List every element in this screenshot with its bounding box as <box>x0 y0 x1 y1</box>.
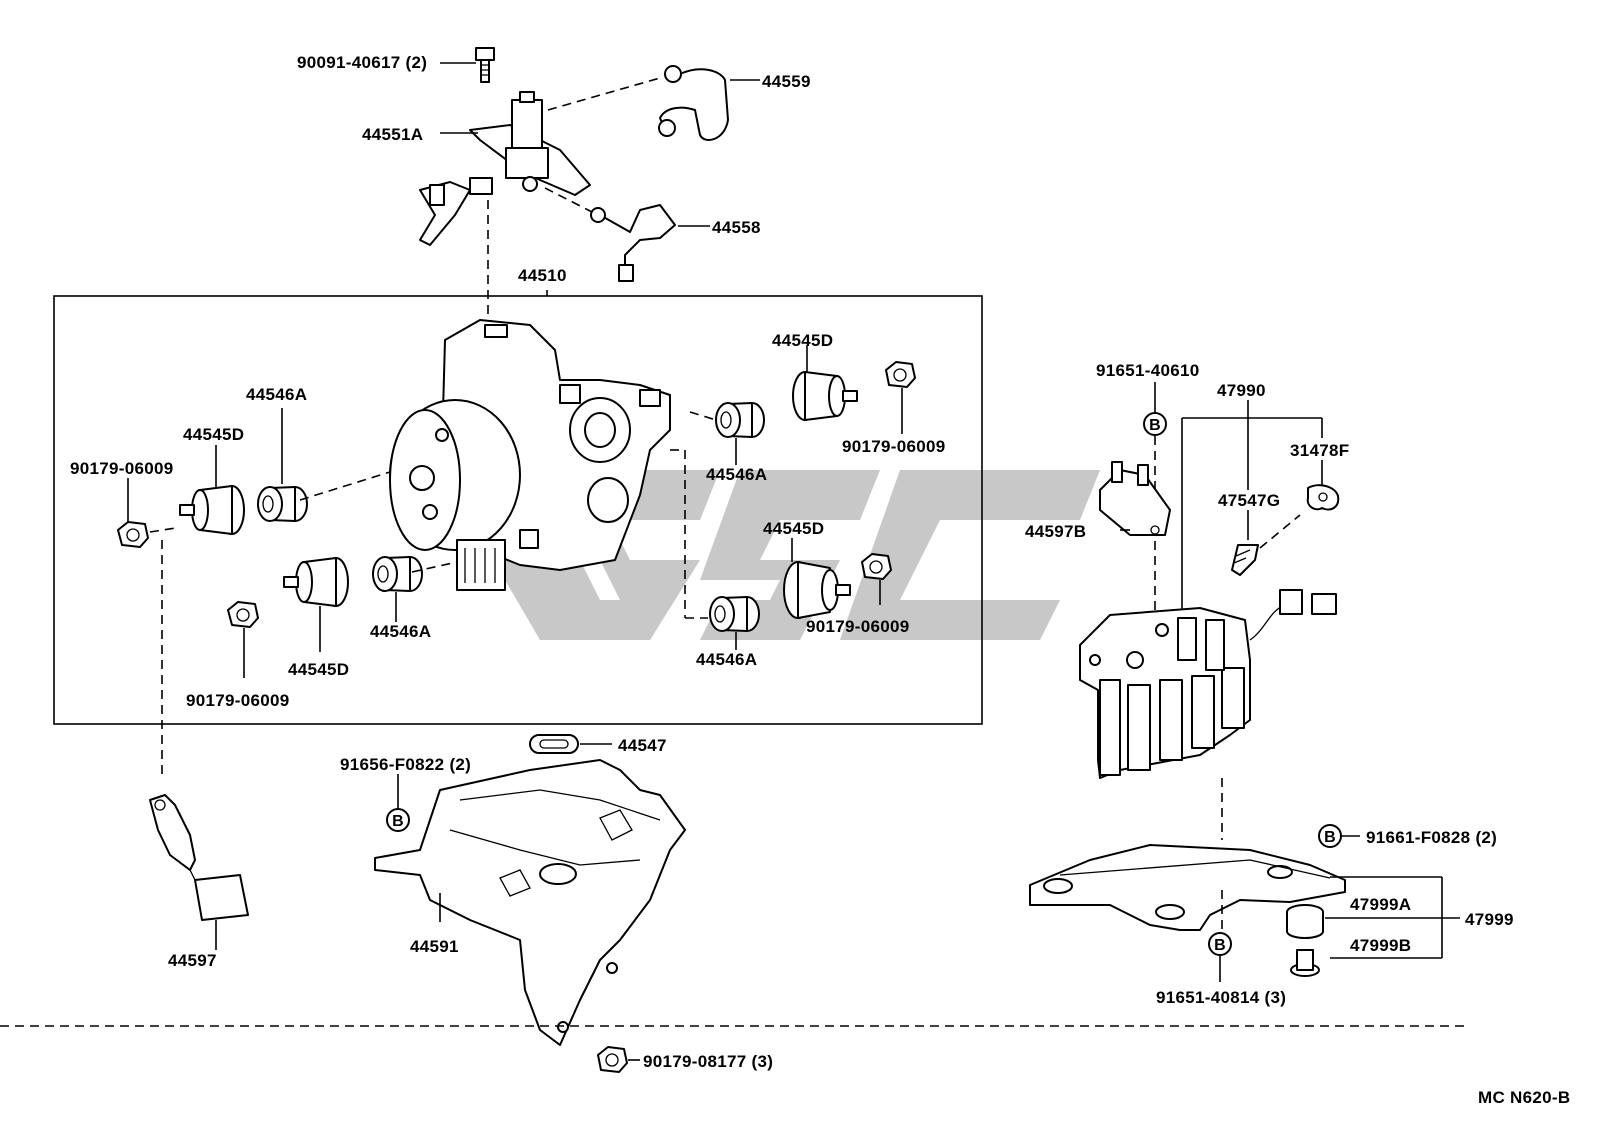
assembly-frame <box>53 295 983 725</box>
label-47999B: 47999B <box>1350 936 1411 955</box>
label-47999: 47999 <box>1465 910 1514 929</box>
marker-b-4: B <box>1208 932 1232 956</box>
label-44597: 44597 <box>168 951 217 970</box>
label-91651-40814: 91651-40814 (3) <box>1156 988 1286 1007</box>
label-90091-40617: 90091-40617 (2) <box>297 53 427 72</box>
label-44546A-4: 44546A <box>696 650 757 669</box>
label-44545D-4: 44545D <box>763 519 824 538</box>
marker-b-3: B <box>1318 824 1342 848</box>
label-47999A: 47999A <box>1350 895 1411 914</box>
label-90179-06009-4: 90179-06009 <box>806 617 910 636</box>
grommet-47999A-icon <box>1286 904 1324 939</box>
bushing-44546A-4-icon <box>709 596 760 632</box>
label-44546A-2: 44546A <box>370 622 431 641</box>
brake-pipe-44559-icon <box>658 65 729 141</box>
label-44558: 44558 <box>712 218 761 237</box>
label-44559: 44559 <box>762 72 811 91</box>
mount-44545D-1-icon <box>179 485 245 535</box>
label-44545D-3: 44545D <box>772 331 833 350</box>
nut-90179-4-icon <box>861 553 892 580</box>
marker-b-1: B <box>386 808 410 832</box>
clip-31478F-icon <box>1306 484 1340 511</box>
marker-b-label-2: B <box>1149 417 1161 434</box>
label-90179-06009-3: 90179-06009 <box>842 437 946 456</box>
label-31478F: 31478F <box>1290 441 1349 460</box>
collar-47999B-icon <box>1290 949 1320 977</box>
bushing-44546A-1-icon <box>257 486 308 522</box>
bracket-lower-icon <box>1029 844 1346 931</box>
bushing-44546A-2-icon <box>372 556 423 592</box>
label-90179-08177: 90179-08177 (3) <box>643 1052 773 1071</box>
label-44545D-1: 44545D <box>183 425 244 444</box>
valve-bracket-44551A-icon <box>419 91 591 246</box>
mount-44545D-4-icon <box>783 561 851 619</box>
label-47547G: 47547G <box>1218 491 1280 510</box>
bracket-44591-icon <box>374 759 686 1046</box>
actuator-47990-icon <box>1079 589 1337 779</box>
label-91651-40610: 91651-40610 <box>1096 361 1200 380</box>
label-91656-F0822: 91656-F0822 (2) <box>340 755 471 774</box>
label-44547: 44547 <box>618 736 667 755</box>
label-44546A-3: 44546A <box>706 465 767 484</box>
bushing-44546A-3-icon <box>715 402 765 438</box>
label-44591: 44591 <box>410 937 459 956</box>
label-47990: 47990 <box>1217 381 1266 400</box>
bracket-44597B-icon <box>1099 461 1171 536</box>
mount-44545D-2-icon <box>283 557 349 607</box>
label-44551A: 44551A <box>362 125 423 144</box>
marker-b-label-1: B <box>392 813 404 830</box>
brake-pipe-44558-icon <box>590 204 676 282</box>
bolt-90091-icon <box>475 47 495 83</box>
label-91661-F0828: 91661-F0828 (2) <box>1366 828 1497 847</box>
grommet-44547-icon <box>529 734 579 754</box>
marker-b-label-3: B <box>1324 829 1336 846</box>
nut-90179-2-icon <box>227 601 259 628</box>
marker-b-label-4: B <box>1214 937 1226 954</box>
part-labels: 90091-40617 (2) 44559 44551A 44558 44510… <box>70 53 1570 1107</box>
label-44545D-2: 44545D <box>288 660 349 679</box>
sensor-bracket-44597-icon <box>149 794 249 921</box>
diagram-code: MC N620-B <box>1478 1088 1570 1107</box>
marker-b-2: B <box>1143 412 1167 436</box>
nut-90179-08177-icon <box>597 1046 628 1073</box>
label-44546A-1: 44546A <box>246 385 307 404</box>
label-90179-06009-2: 90179-06009 <box>186 691 290 710</box>
label-90179-06009-1: 90179-06009 <box>70 459 174 478</box>
mount-44545D-3-icon <box>792 371 858 421</box>
label-44510: 44510 <box>518 266 567 285</box>
abs-actuator-44510-icon <box>389 319 671 591</box>
nut-90179-1-icon <box>117 521 149 548</box>
label-44597B: 44597B <box>1025 522 1086 541</box>
screw-47547G-icon <box>1231 544 1259 576</box>
nut-90179-3-icon <box>885 361 916 388</box>
